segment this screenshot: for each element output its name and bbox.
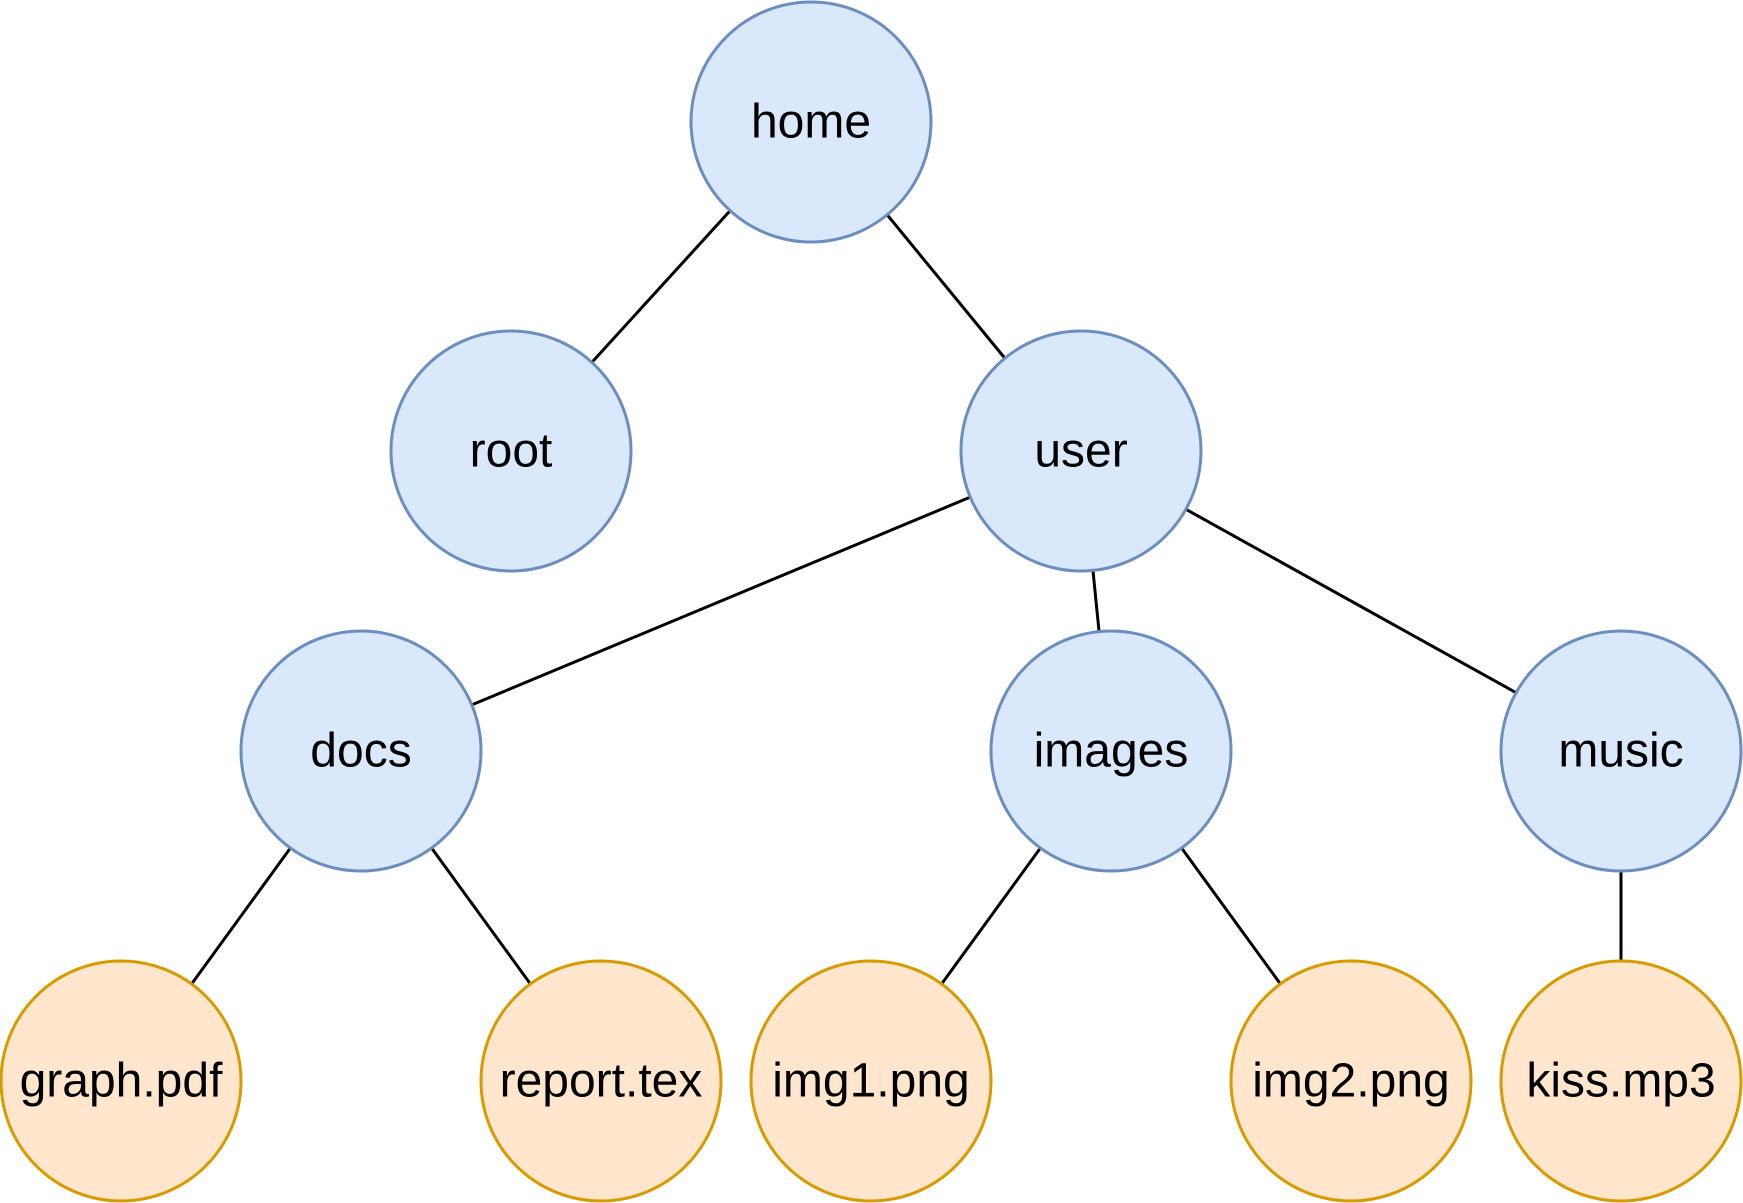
node-label-kiss: kiss.mp3 bbox=[1526, 1055, 1715, 1108]
edge-docs-report bbox=[430, 847, 532, 985]
file-circle-graph bbox=[0, 959, 243, 1203]
edge-home-root bbox=[590, 209, 732, 364]
node-home: home bbox=[689, 0, 933, 244]
node-label-docs: docs bbox=[310, 725, 411, 778]
edge-user-music bbox=[1185, 507, 1517, 695]
folder-circle-music bbox=[1499, 629, 1743, 873]
node-report: report.tex bbox=[479, 959, 723, 1203]
edge-home-user bbox=[885, 213, 1007, 360]
node-docs: docs bbox=[239, 629, 483, 873]
edge-images-img1 bbox=[940, 847, 1042, 985]
node-label-report: report.tex bbox=[500, 1055, 703, 1108]
edges-layer bbox=[190, 209, 1623, 985]
node-images: images bbox=[989, 629, 1233, 873]
edge-user-images bbox=[1091, 570, 1101, 632]
node-img1: img1.png bbox=[749, 959, 993, 1203]
node-music: music bbox=[1499, 629, 1743, 873]
edge-user-docs bbox=[471, 495, 971, 707]
node-label-img1: img1.png bbox=[772, 1055, 969, 1108]
file-circle-img1 bbox=[749, 959, 993, 1203]
file-circle-img2 bbox=[1229, 959, 1473, 1203]
node-user: user bbox=[959, 329, 1203, 573]
edge-docs-graph bbox=[190, 847, 292, 985]
folder-circle-user bbox=[959, 329, 1203, 573]
node-label-root: root bbox=[470, 425, 553, 478]
node-label-music: music bbox=[1558, 725, 1683, 778]
node-img2: img2.png bbox=[1229, 959, 1473, 1203]
node-kiss: kiss.mp3 bbox=[1499, 959, 1743, 1203]
folder-circle-docs bbox=[239, 629, 483, 873]
node-label-user: user bbox=[1034, 425, 1127, 478]
node-label-home: home bbox=[751, 96, 871, 149]
file-circle-kiss bbox=[1499, 959, 1743, 1203]
node-label-graph: graph.pdf bbox=[20, 1055, 223, 1108]
folder-circle-home bbox=[689, 0, 933, 244]
edge-images-img2 bbox=[1180, 847, 1282, 985]
folder-circle-images bbox=[989, 629, 1233, 873]
node-root: root bbox=[389, 329, 633, 573]
node-label-images: images bbox=[1034, 725, 1189, 778]
node-graph: graph.pdf bbox=[0, 959, 243, 1203]
file-circle-report bbox=[479, 959, 723, 1203]
folder-circle-root bbox=[389, 329, 633, 573]
node-label-img2: img2.png bbox=[1252, 1055, 1449, 1108]
